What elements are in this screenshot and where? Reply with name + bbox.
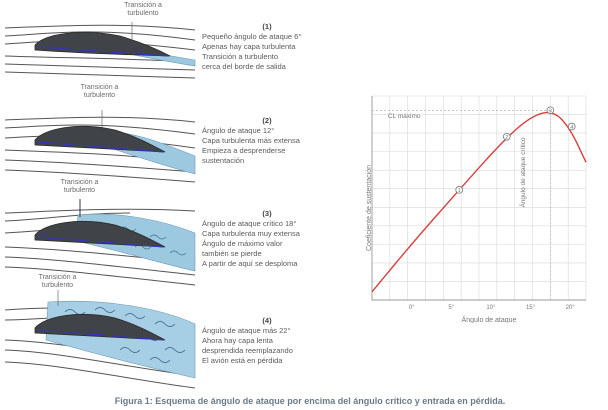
panel-caption-1: (1) Pequeño ángulo de ataque 6° Apenas h… xyxy=(202,22,332,72)
point-marker-2 xyxy=(502,132,511,141)
airfoil-diagram-4 xyxy=(4,290,196,389)
airfoil-diagram-2 xyxy=(4,110,196,183)
panel-caption-4: (4) Ángulo de ataque más 22° Ahora hay c… xyxy=(202,316,332,366)
figure-caption: Figura 1: Esquema de ángulo de ataque po… xyxy=(114,396,506,406)
panel-caption-3: (3) Ángulo de ataque crítico 18° Capa tu… xyxy=(202,209,332,269)
x-tick-label: 15° xyxy=(526,305,536,311)
point-label-4: 4 xyxy=(570,125,573,131)
panel-number-4: (4) xyxy=(262,316,272,325)
lift-chart: 0°5°10°15°20° 1234 Ángulo de ataqueCoefi… xyxy=(364,88,594,324)
lift-chart-svg: 0°5°10°15°20° 1234 Ángulo de ataqueCoefi… xyxy=(366,95,587,324)
x-axis-label: Ángulo de ataque xyxy=(462,315,517,323)
x-tick-label: 20° xyxy=(566,305,576,311)
x-tick-label: 5° xyxy=(448,305,454,311)
chart-grid xyxy=(371,95,587,301)
point-label-2: 2 xyxy=(505,135,508,141)
point-marker-3 xyxy=(546,106,555,115)
critical-angle-annotation: Ángulo de ataque crítico xyxy=(518,137,527,207)
cl-max-annotation: CL máximo xyxy=(388,113,421,120)
panel-caption-2: (2) Ángulo de ataque 12° Capa turbulenta… xyxy=(202,116,332,166)
x-tick-label: 0° xyxy=(409,305,415,311)
y-axis-label: Coeficiente de sustentación xyxy=(366,165,373,251)
lift-curve-line xyxy=(371,111,587,293)
panel-number-2: (2) xyxy=(262,116,272,125)
chart-points: 1234 xyxy=(455,106,576,194)
panel-number-1: (1) xyxy=(262,22,272,31)
airfoil-diagram-1 xyxy=(4,22,196,79)
x-tick-label: 10° xyxy=(486,305,496,311)
point-label-1: 1 xyxy=(458,188,461,194)
chart-labels: Ángulo de ataque Coeficiente de sustentac… xyxy=(366,109,551,324)
chart-axes: 0° 5° 10° 15° 20° xyxy=(371,96,586,311)
airfoil-diagram-3 xyxy=(4,199,196,286)
panel-number-3: (3) xyxy=(262,209,272,218)
point-marker-4 xyxy=(567,122,576,131)
point-marker-1 xyxy=(455,186,463,194)
